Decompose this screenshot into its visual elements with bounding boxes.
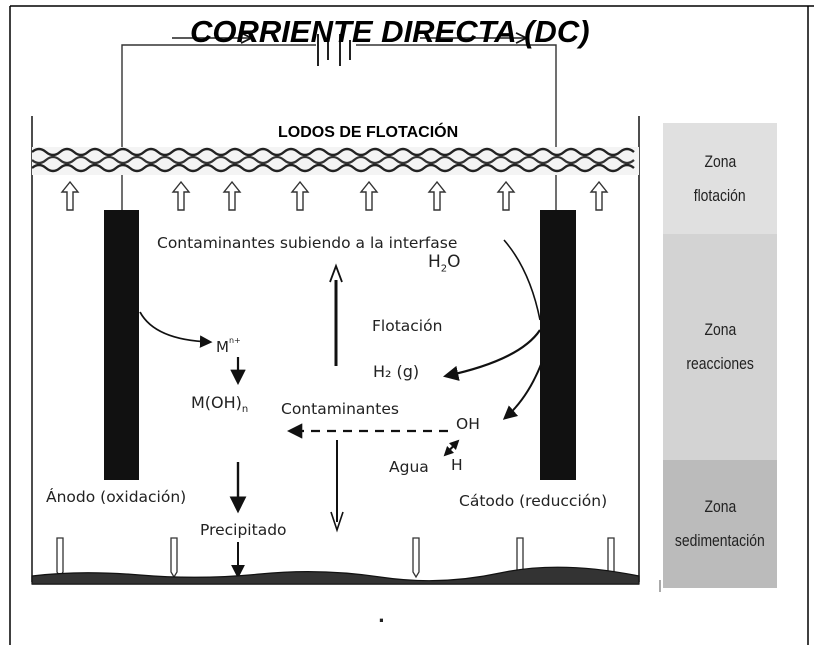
water-formula-h: H xyxy=(428,252,441,272)
sediment-layer xyxy=(31,566,640,585)
zone-flotation-line2: flotación xyxy=(694,185,746,205)
stray-dot: . xyxy=(378,606,385,627)
contaminants-label: Contaminantes xyxy=(281,400,399,418)
anode-electrode xyxy=(104,210,139,480)
flotation-arrow xyxy=(329,263,343,366)
bottom-drain-posts xyxy=(56,537,615,579)
metal-ion-charge: n+ xyxy=(228,336,241,345)
sedimentation-arrow xyxy=(330,440,344,533)
water-equilibrium-arrow xyxy=(443,439,460,457)
sludge-label: LODOS DE FLOTACIÓN xyxy=(278,124,459,141)
hydroxyl-label: OH xyxy=(456,415,480,433)
hydrogen-gas-label: H₂ (g) xyxy=(373,362,420,381)
hydroxide-formula: M(OH) xyxy=(191,393,242,412)
hydroxide-subscript: n xyxy=(241,404,249,416)
hydroxide-label: M(OH)n xyxy=(191,393,248,415)
zone-flotation: Zona flotación xyxy=(663,123,777,234)
zone-reactions-line2: reacciones xyxy=(686,354,754,373)
cathode-label: Cátodo (reducción) xyxy=(459,492,608,510)
flotation-label: Flotación xyxy=(372,317,443,335)
metal-ion-label: Mn+ xyxy=(216,336,241,356)
zone-reactions: Zona reacciones xyxy=(663,234,777,460)
water-formula-sub: 2 xyxy=(440,263,448,275)
anode-label: Ánodo (oxidación) xyxy=(46,488,187,506)
zone-sedimentation-line1: Zona xyxy=(704,497,736,516)
tank-walls xyxy=(31,116,640,582)
hydrogen-label: H xyxy=(451,456,463,474)
flotation-sludge-layer xyxy=(31,147,639,175)
water-formula-o: O xyxy=(447,252,461,272)
zone-reactions-line1: Zona xyxy=(704,320,736,339)
anode-to-ion-arrow xyxy=(139,311,213,348)
battery-symbol xyxy=(317,34,351,66)
water-label: Agua xyxy=(389,458,429,476)
zone-sedimentation-line2: sedimentación xyxy=(675,531,765,550)
cathode-to-hydrogen-arrow xyxy=(442,329,541,381)
water-to-cathode-arrow xyxy=(503,239,541,321)
cathode-electrode xyxy=(540,210,576,480)
contaminants-rising-label: Contaminantes subiendo a la interfase xyxy=(157,234,458,252)
water-formula: H2O xyxy=(428,252,461,274)
diagram-title: CORRIENTE DIRECTA (DC) xyxy=(190,14,590,49)
zone-flotation-line1: Zona xyxy=(704,151,736,171)
metal-ion-m: M xyxy=(216,338,229,356)
cathode-to-hydroxyl-arrow xyxy=(502,361,543,420)
precipitate-label: Precipitado xyxy=(200,521,287,539)
rising-arrows xyxy=(60,180,609,211)
zone-sedimentation: Zona sedimentación xyxy=(663,460,777,588)
